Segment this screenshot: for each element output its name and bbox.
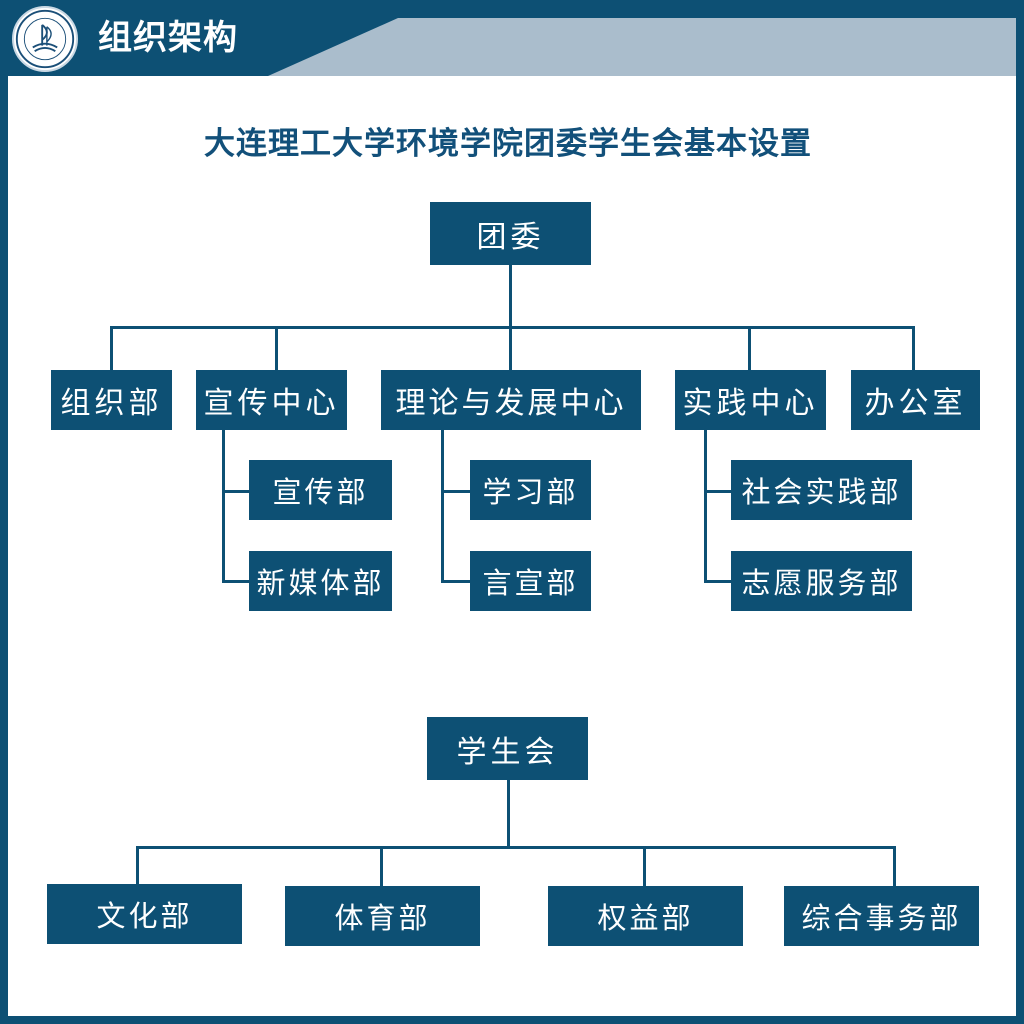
org-node-youth-league: 团委 (430, 202, 591, 265)
connector-line (275, 326, 278, 370)
connector-line (380, 846, 383, 886)
connector-line (748, 326, 751, 370)
connector-line (110, 326, 113, 370)
connector-line (704, 580, 732, 583)
connector-line (704, 490, 732, 493)
org-node-department: 文化部 (47, 884, 242, 944)
connector-line (136, 846, 139, 884)
org-node-student-union: 学生会 (427, 717, 588, 780)
org-node-sub-department: 宣传部 (249, 460, 392, 520)
connector-line (509, 326, 512, 370)
university-seal-icon (12, 6, 78, 72)
org-node-department: 综合事务部 (784, 886, 979, 946)
org-node-sub-department: 新媒体部 (249, 551, 392, 611)
org-node-center: 理论与发展中心 (381, 370, 641, 430)
connector-line (222, 490, 250, 493)
diagram-title: 大连理工大学环境学院团委学生会基本设置 (204, 126, 812, 162)
org-node-sub-department: 言宣部 (470, 551, 591, 611)
connector-line (893, 846, 896, 886)
header-band (0, 0, 1024, 76)
connector-line (704, 430, 707, 583)
connector-line (136, 846, 896, 849)
org-node-sub-department: 志愿服务部 (731, 551, 912, 611)
org-node-center: 宣传中心 (196, 370, 347, 430)
org-node-department: 办公室 (851, 370, 980, 430)
connector-line (110, 326, 915, 329)
org-node-sub-department: 社会实践部 (731, 460, 912, 520)
connector-line (507, 780, 510, 848)
org-node-department: 体育部 (285, 886, 480, 946)
connector-line (912, 326, 915, 370)
connector-line (643, 846, 646, 886)
page-header-title: 组织架构 (98, 18, 238, 58)
connector-line (441, 580, 471, 583)
connector-line (222, 580, 250, 583)
connector-line (441, 490, 471, 493)
connector-line (441, 430, 444, 583)
org-node-sub-department: 学习部 (470, 460, 591, 520)
connector-line (509, 265, 512, 328)
org-node-center: 实践中心 (675, 370, 826, 430)
connector-line (222, 430, 225, 583)
org-node-department: 权益部 (548, 886, 743, 946)
org-node-department: 组织部 (51, 370, 172, 430)
